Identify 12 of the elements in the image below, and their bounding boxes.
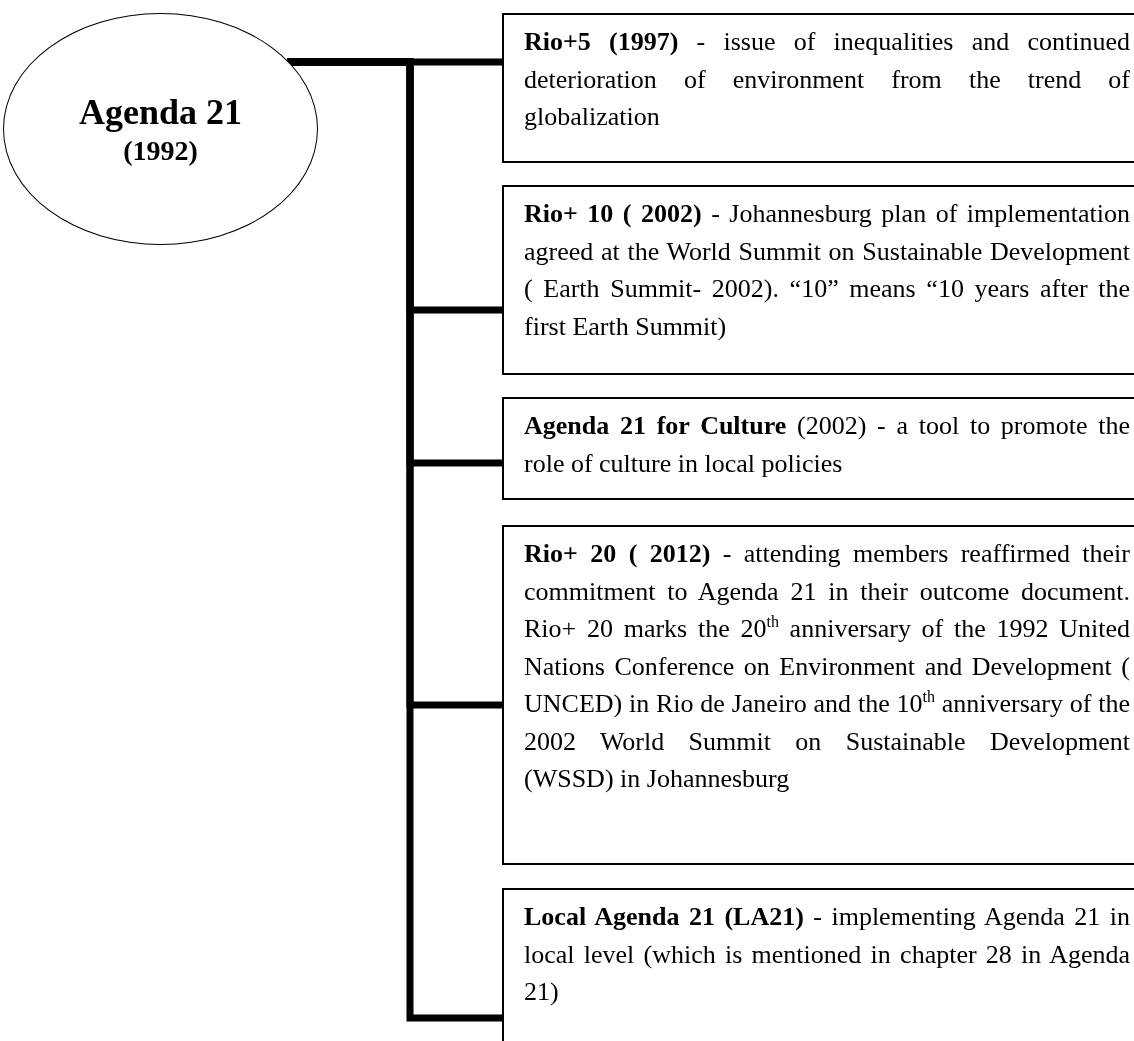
event-box — [502, 525, 1134, 865]
event-box — [502, 397, 1134, 500]
event-description: Rio+5 (1997) - issue of inequalities and continued deterioration of environment from the trend of globalization — [524, 26, 1130, 133]
event-description: Agenda 21 for Culture (2002) - a tool to promote the role of culture in local policies — [524, 410, 1130, 480]
event-box — [502, 13, 1134, 163]
event-box — [502, 185, 1134, 375]
event-box — [502, 888, 1134, 1041]
topic-year: (1992) — [123, 133, 198, 168]
event-description: Local Agenda 21 (LA21) - implementing Agenda 21 in local level (which is mentioned in chapter 28 in Agenda 21) — [524, 901, 1130, 1008]
event-description: Rio+ 10 ( 2002) - Johannesburg plan of implementation agreed at the World Summit on Sustainable Development ( Earth Summit- 2002). “10” means “10 years after the first Earth Summit) — [524, 198, 1130, 343]
topic-title: Agenda 21 — [79, 90, 242, 134]
event-description: Rio+ 20 ( 2012) - attending members reaffirmed their commitment to Agenda 21 in their outcome document. Rio+ 20 marks the 20$^{th}$ anniversary of the 1992 United Nations Conference on Environment and Development ( UNCED) in Rio de Janeiro and the 10$^{th}$ anniversary of the 2002 World Summit on Sustainable Development (WSSD) in Johannesburg — [524, 538, 1130, 795]
